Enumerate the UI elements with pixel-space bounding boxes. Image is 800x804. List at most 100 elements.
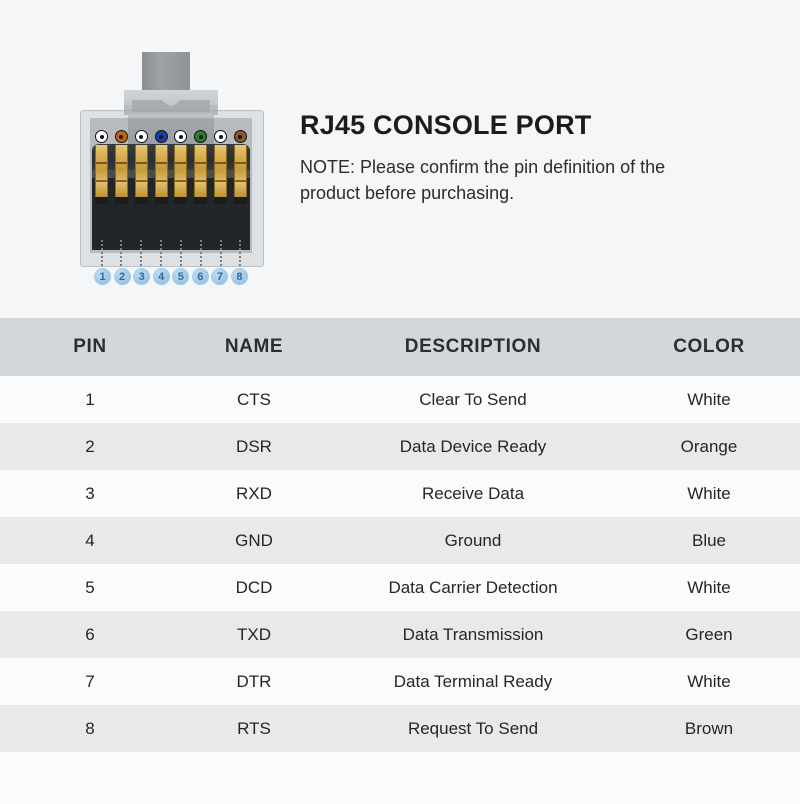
contact-foot-4 <box>154 197 168 204</box>
cell-description: Clear To Send <box>419 389 527 409</box>
wire-end-green-icon <box>194 130 208 143</box>
gold-contact-4 <box>154 145 168 197</box>
cell-description: Data Device Ready <box>399 436 547 456</box>
cell-pin: 6 <box>85 624 95 644</box>
hero-note: NOTE: Please confirm the pin definition … <box>300 157 666 203</box>
pin-contact-8 <box>233 130 248 204</box>
cell-color: White <box>687 671 731 691</box>
cell-name: RTS <box>237 718 271 738</box>
hero-text-block: RJ45 CONSOLE PORT NOTE: Please confirm t… <box>300 110 730 206</box>
contact-foot-5 <box>174 197 188 204</box>
leader-line-1 <box>94 240 109 296</box>
pin-contact-2 <box>114 130 129 204</box>
pin-contact-6 <box>193 130 208 204</box>
gold-contact-7 <box>214 145 228 197</box>
table-row: 3 RXD Receive Data White <box>0 470 800 517</box>
table-row: 2 DSR Data Device Ready Orange <box>0 423 800 470</box>
cell-description: Request To Send <box>407 718 539 738</box>
cell-color: White <box>687 483 731 503</box>
column-header-pin: PIN <box>73 336 107 357</box>
cell-name: DSR <box>236 436 272 456</box>
cell-pin: 1 <box>85 389 95 409</box>
pin-contact-7 <box>213 130 228 204</box>
cell-color: Orange <box>680 436 738 456</box>
pin-badge-7: 7 <box>211 268 229 285</box>
cell-color: Green <box>685 624 733 644</box>
leader-line-6 <box>193 240 208 296</box>
gold-contact-3 <box>134 145 148 197</box>
pin-contacts-row <box>94 130 248 252</box>
cell-pin: 4 <box>85 530 95 550</box>
column-header-description: DESCRIPTION <box>404 336 542 357</box>
cell-description: Data Carrier Detection <box>388 577 558 597</box>
cell-color: White <box>687 389 731 409</box>
table-footer-space <box>0 752 800 804</box>
cell-description: Ground <box>444 530 502 550</box>
wire-end-blue-icon <box>154 130 168 143</box>
pin-contact-4 <box>154 130 169 204</box>
pin-leader-lines <box>94 240 248 296</box>
page-title: RJ45 CONSOLE PORT <box>300 110 592 140</box>
table-header-row: PIN NAME DESCRIPTION COLOR <box>0 318 800 376</box>
pin-badge-8: 8 <box>230 268 248 285</box>
pin-badge-3: 3 <box>133 268 151 285</box>
leader-line-4 <box>154 240 169 296</box>
gold-contact-2 <box>114 145 128 197</box>
wire-end-white-icon <box>95 130 108 143</box>
contact-foot-7 <box>214 197 228 204</box>
cell-description: Receive Data <box>421 483 525 503</box>
wire-core <box>99 134 104 139</box>
wire-end-white-icon <box>174 130 188 143</box>
cell-name: CTS <box>237 389 271 409</box>
contact-foot-2 <box>114 197 128 204</box>
pin-badge-2: 2 <box>113 268 131 285</box>
leader-line-5 <box>173 240 188 296</box>
cell-name: RXD <box>236 483 272 503</box>
cell-description: Data Transmission <box>402 624 544 644</box>
cell-pin: 2 <box>85 436 95 456</box>
contact-foot-6 <box>194 197 208 204</box>
pin-badge-6: 6 <box>191 268 209 285</box>
cell-color: Brown <box>684 718 734 738</box>
cell-name: TXD <box>237 624 271 644</box>
pin-badge-5: 5 <box>172 268 190 285</box>
wire-core <box>119 134 124 139</box>
column-header-color: COLOR <box>673 336 745 357</box>
gold-contact-1 <box>95 145 108 197</box>
leader-line-8 <box>233 240 248 296</box>
leader-line-2 <box>114 240 129 296</box>
wire-core <box>159 134 164 139</box>
wire-core <box>178 134 183 139</box>
pinout-table: PIN NAME DESCRIPTION COLOR 1 CTS Clear To … <box>0 318 800 804</box>
wire-end-orange-icon <box>114 130 128 143</box>
pin-contact-5 <box>173 130 188 204</box>
gold-contact-6 <box>194 145 208 197</box>
wire-end-white-icon <box>134 130 148 143</box>
wire-core <box>238 134 243 139</box>
leader-line-3 <box>134 240 149 296</box>
cable-boot-stem <box>142 52 190 90</box>
pin-badge-1: 1 <box>94 268 111 285</box>
leader-line-7 <box>213 240 228 296</box>
cell-color: White <box>687 577 731 597</box>
wire-end-brown-icon <box>233 130 247 143</box>
cell-pin: 3 <box>85 483 95 503</box>
pin-contact-1 <box>94 130 109 204</box>
pin-badge-4: 4 <box>152 268 170 285</box>
contact-foot-1 <box>95 197 108 204</box>
contact-foot-3 <box>134 197 148 204</box>
wire-core <box>218 134 223 139</box>
table-row: 1 CTS Clear To Send White <box>0 376 800 423</box>
cell-name: DCD <box>235 577 273 597</box>
contact-foot-8 <box>233 197 247 204</box>
cell-color: Blue <box>691 530 727 550</box>
column-header-name: NAME <box>224 336 284 357</box>
wire-core <box>198 134 203 139</box>
wire-core <box>139 134 144 139</box>
